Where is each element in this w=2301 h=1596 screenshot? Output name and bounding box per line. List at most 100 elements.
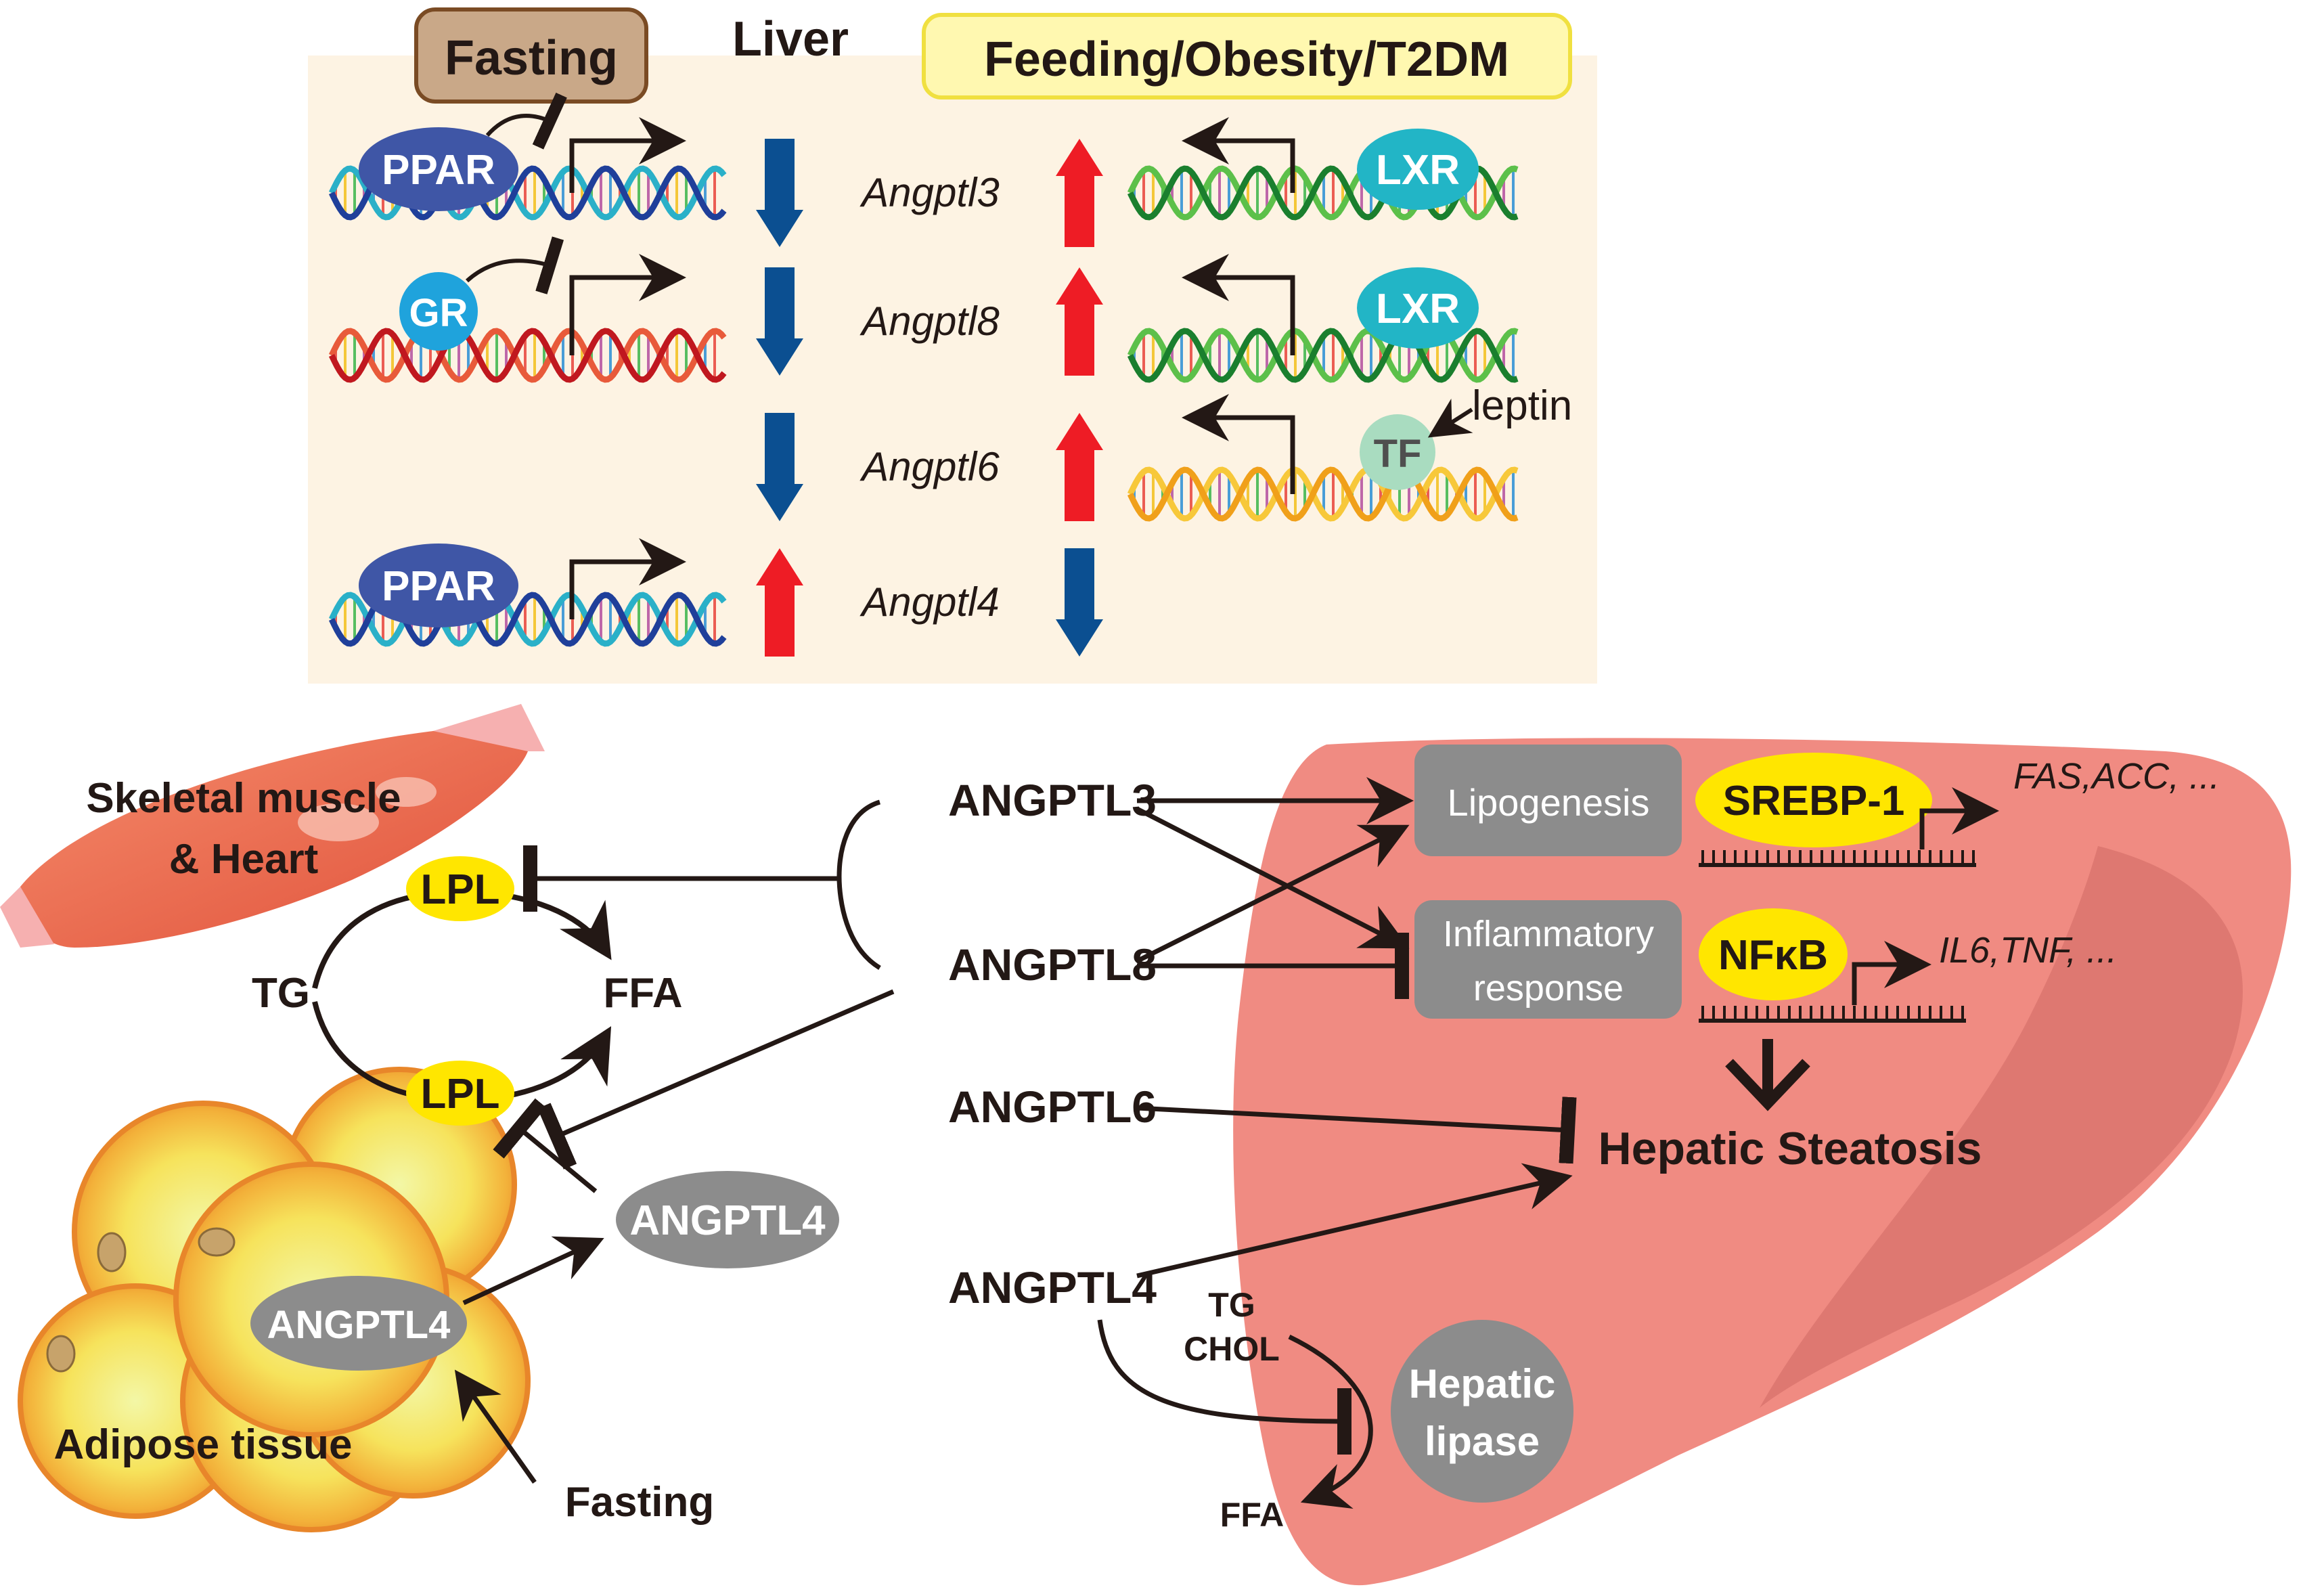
hepatic-lipase: Hepatic lipase: [1391, 1320, 1573, 1503]
hl-conversion-arrow: [1288, 1334, 1373, 1509]
promoter-arrow-angptl8-fasting: [569, 254, 686, 355]
fasting-to-adipose: [454, 1369, 537, 1484]
dna-angptl8-fasting: [328, 328, 727, 383]
angptl4-fasting-up-arrow: [756, 548, 803, 657]
angptl8-to-lipogenesis: [1136, 824, 1410, 964]
angptl8-label: ANGPTL8: [948, 939, 1157, 990]
promoter-arrows: [569, 117, 1295, 619]
srebp-factor: SREBP-1: [1695, 753, 1932, 847]
nfkb-promoter-dna: [1699, 1006, 1966, 1023]
svg-text:GR: GR: [409, 291, 468, 335]
svg-text:response: response: [1473, 968, 1624, 1008]
lpl-bottom: LPL: [406, 1061, 514, 1126]
fasting-header-box: [414, 7, 648, 104]
svg-text:LXR: LXR: [1376, 147, 1460, 194]
lxr-factor-angptl8: LXR: [1357, 267, 1479, 349]
angptl8-feeding-up-arrow: [1056, 267, 1103, 376]
angptl4-feeding-down-arrow: [1056, 548, 1103, 657]
angptl8-fasting-down-arrow: [756, 267, 803, 376]
angptl6-fasting-down-arrow: [756, 413, 803, 521]
promoter-arrow-angptl6-feeding: [1182, 394, 1295, 494]
lipogenesis-box: Lipogenesis: [1414, 745, 1682, 856]
srebp-promoter-arrow: [1919, 787, 1999, 849]
angptl3-label: ANGPTL3: [948, 775, 1157, 825]
svg-text:LXR: LXR: [1376, 286, 1460, 332]
top-panel: Fasting Liver Feeding/Obesity/T2DM PPAR: [308, 7, 1597, 684]
gr-factor-angptl8: GR: [399, 272, 478, 351]
hl-chol-label: CHOL: [1184, 1330, 1280, 1368]
tg-label: TG: [252, 970, 310, 1017]
steatosis-down-arrow: [1725, 1039, 1810, 1111]
dna-angptl8-feeding: [1127, 328, 1519, 383]
adipose-angptl4-ellipse: ANGPTL4: [250, 1276, 467, 1371]
angptl6-label: ANGPTL6: [948, 1082, 1157, 1132]
muscle-label-line1: Skeletal muscle: [86, 775, 401, 822]
liver-header-label: Liver: [732, 12, 849, 66]
angptl4-to-lpl-inhibit: [493, 1098, 598, 1193]
svg-text:PPAR: PPAR: [382, 563, 495, 610]
leptin-arrow: [1427, 398, 1473, 438]
gene-label-angptl6: Angptl6: [859, 444, 1000, 489]
svg-text:TF: TF: [1374, 432, 1422, 476]
adipose-fasting-label: Fasting: [565, 1479, 714, 1526]
liver-shadow: [1760, 846, 2243, 1408]
promoter-arrow-angptl3-fasting: [569, 117, 686, 193]
ffa-label: FFA: [603, 970, 682, 1017]
lxr-factor-angptl3: LXR: [1357, 129, 1479, 210]
hepatic-steatosis-label: Hepatic Steatosis: [1599, 1123, 1982, 1174]
ppar-factor-angptl4: PPAR: [359, 544, 518, 627]
svg-text:LPL: LPL: [420, 1071, 499, 1117]
dna-angptl4-fasting: [328, 592, 727, 647]
gene-label-angptl3: Angptl3: [859, 170, 1000, 215]
angptl3-fasting-down-arrow: [756, 139, 803, 247]
adipose-to-secreted-angptl4: [462, 1236, 604, 1306]
pathway-connections: [454, 777, 1577, 1484]
svg-text:PPAR: PPAR: [382, 147, 495, 194]
muscle-label-line2: & Heart: [169, 836, 319, 883]
svg-text:ANGPTL4: ANGPTL4: [629, 1197, 826, 1244]
srebp-promoter-dna: [1699, 850, 1976, 867]
nfkb-promoter-arrow: [1852, 941, 1931, 1005]
svg-text:NFκB: NFκB: [1718, 932, 1828, 979]
ppar-factor-angptl3: PPAR: [359, 127, 518, 211]
tf-factor-angptl6: TF: [1360, 414, 1435, 490]
angptl4-label: ANGPTL4: [948, 1262, 1157, 1312]
dna-angptl3-feeding: [1127, 165, 1519, 221]
svg-text:lipase: lipase: [1425, 1419, 1540, 1464]
hl-ffa-label: FFA: [1220, 1496, 1284, 1534]
angptl8-to-adipose-lpl: [537, 989, 895, 1170]
feeding-header-label: Feeding/Obesity/T2DM: [984, 32, 1509, 87]
adipose-label: Adipose tissue: [54, 1421, 353, 1468]
gene-label-angptl4: Angptl4: [859, 579, 1000, 625]
svg-text:ANGPTL4: ANGPTL4: [267, 1303, 451, 1347]
leptin-label: leptin: [1472, 382, 1572, 429]
svg-text:SREBP-1: SREBP-1: [1723, 778, 1905, 824]
repression-arc-gr: [465, 236, 564, 294]
angptl4-to-steatosis: [1136, 1163, 1573, 1279]
fasting-header-label: Fasting: [445, 31, 618, 85]
nfkb-factor: NFκB: [1699, 908, 1848, 1000]
angptl3-to-inflammatory: [1136, 806, 1410, 949]
angptl3-8-bracket: [836, 799, 881, 970]
lpl-top: LPL: [406, 856, 514, 921]
skeletal-muscle: [0, 704, 545, 948]
promoter-arrow-angptl8-feeding: [1182, 254, 1295, 355]
svg-text:Inflammatory: Inflammatory: [1443, 914, 1654, 954]
promoter-arrow-angptl4-fasting: [569, 538, 686, 619]
srebp-targets-label: FAS,ACC, ...: [2013, 756, 2220, 797]
dna-angptl6-feeding: [1127, 466, 1519, 522]
svg-text:Lipogenesis: Lipogenesis: [1448, 781, 1650, 824]
angptl6-feeding-up-arrow: [1056, 413, 1103, 521]
inflammatory-box: Inflammatory response: [1414, 900, 1682, 1019]
repression-arc-ppar: [485, 92, 567, 150]
repression-arcs: [465, 92, 567, 294]
angptl3-feeding-up-arrow: [1056, 139, 1103, 247]
svg-text:LPL: LPL: [420, 866, 499, 913]
svg-text:Hepatic: Hepatic: [1409, 1361, 1556, 1406]
angptl6-inhibit-steatosis: [1136, 1096, 1577, 1164]
promoter-arrow-angptl3-feeding: [1182, 117, 1295, 193]
hl-tg-label: TG: [1208, 1286, 1255, 1324]
angptl4-inhibit-hepatic-lipase: [1097, 1319, 1352, 1455]
